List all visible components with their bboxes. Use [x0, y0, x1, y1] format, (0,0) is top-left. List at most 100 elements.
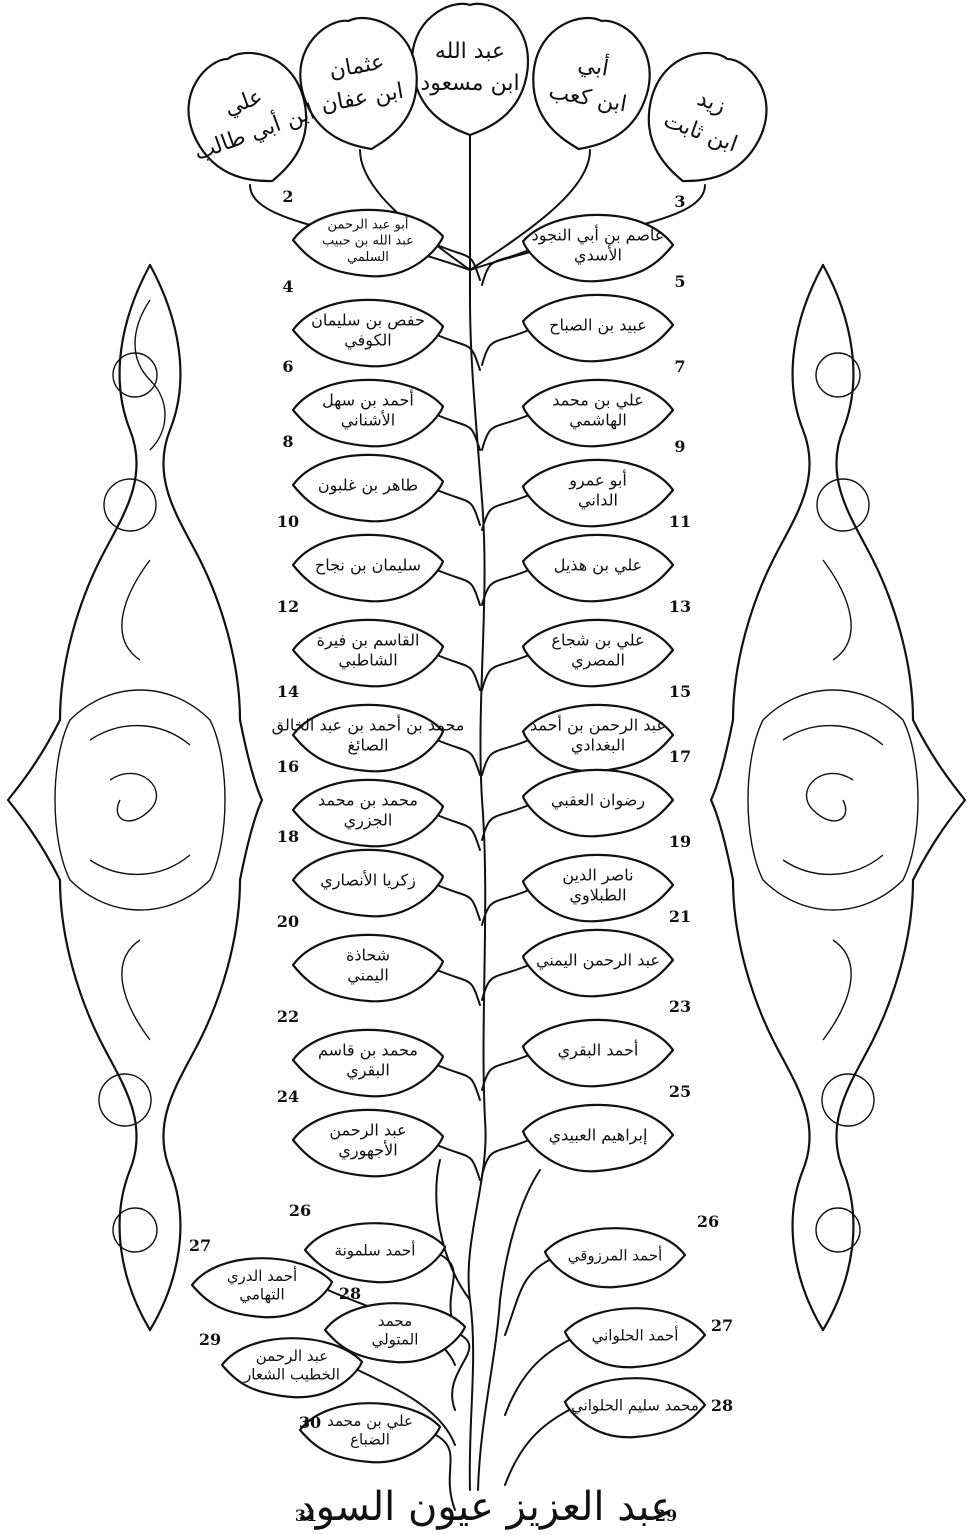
leaf-text-line: ابن مسعود [420, 71, 519, 96]
top-leaf: عبد الله ابن مسعود [412, 4, 528, 135]
leaf-text-line: الضباع [350, 1431, 390, 1449]
leaf-text-line: عبد الرحمن [256, 1347, 329, 1365]
right-branch-leaf-28: محمد سليم الحلواني28 [565, 1378, 733, 1437]
chain-leaf-10: سليمان بن نجاح 10 [277, 512, 443, 601]
leaf-text-line: سليمان بن نجاح [315, 556, 421, 576]
leaf-number: 30 [299, 1413, 321, 1432]
leaf-branch-stem [437, 970, 480, 1005]
leaf-text-line: إبراهيم العبيدي [549, 1126, 648, 1146]
leaf-branch-stem [437, 570, 480, 605]
leaf-text-line: الأسدي [574, 245, 622, 266]
leaf-branch-stem [437, 655, 480, 690]
leaf-number: 26 [697, 1212, 719, 1231]
bottom-number-right: 29 [655, 1506, 677, 1525]
leaf-text-line: عبيد بن الصباح [549, 316, 647, 336]
leaf-number: 25 [669, 1082, 691, 1101]
right-branch-leaf-27: أحمد الحلواني 27 [565, 1308, 733, 1367]
leaf-text-line: محمد [378, 1312, 412, 1330]
leaf-text-line: البقري [346, 1061, 390, 1081]
leaf-text-line: المصري [571, 651, 625, 671]
leaf-text-line: الأجهوري [338, 1140, 397, 1161]
right-lower-branch [478, 1170, 540, 1490]
leaf-number: 5 [674, 272, 685, 291]
chain-leaf-9: أبو عمروالداني 9 [523, 437, 686, 526]
leaf-branch-stem [482, 655, 529, 690]
left-branch-stem [452, 1334, 469, 1410]
leaf-text-line: علي بن محمد [327, 1412, 413, 1431]
leaf-text-line: أبو عمرو [568, 470, 627, 491]
leaf-number: 23 [669, 997, 691, 1016]
leaf-text-line: الجزري [344, 811, 393, 831]
leaf-text-line: أحمد الدري [227, 1266, 297, 1286]
leaf-text-line: عاصم بن أبي النجود [532, 225, 665, 246]
chain-leaf-6: أحمد بن سهلالأشناني6 [282, 357, 443, 446]
chain-leaf-13: علي بن شجاعالمصري13 [523, 597, 691, 686]
leaf-text-line: الأشناني [341, 410, 395, 431]
leaf-text-line: الداني [578, 491, 618, 511]
leaf-text-line: محمد سليم الحلواني [571, 1396, 699, 1415]
right-ornamental-border [711, 265, 965, 1330]
leaf-text-line: المتولي [372, 1331, 419, 1350]
leaf-branch-stem [482, 1055, 529, 1090]
leaf-number: 3 [674, 192, 685, 211]
leaf-shape [522, 10, 659, 159]
leaf-text-line: محمد بن قاسم [318, 1041, 418, 1061]
leaf-text-line: محمد بن محمد [318, 791, 418, 811]
leaf-text-line: رضوان العقبي [551, 791, 645, 811]
leaf-branch-stem [437, 415, 480, 450]
chain-leaf-7: علي بن محمدالهاشمي7 [523, 357, 686, 446]
left-ornamental-border [8, 265, 262, 1330]
leaf-number: 27 [711, 1316, 733, 1335]
leaf-branch-stem [437, 335, 480, 370]
leaf-text-line: طاهر بن غلبون [318, 476, 418, 496]
leaf-number: 9 [674, 437, 685, 456]
leaf-shape [412, 4, 528, 135]
top-leaf: عثمانابن عفان [291, 10, 428, 159]
leaf-text-line: الهاشمي [569, 411, 627, 431]
leaf-text-line: الطبلاوي [569, 886, 626, 906]
leaf-text-line: عبد الله بن حبيب [322, 234, 414, 249]
leaf-branch-stem [482, 805, 529, 840]
leaf-number: 20 [277, 912, 299, 931]
chain-leaf-5: عبيد بن الصباح 5 [523, 272, 686, 361]
right-branch-leaf-26: أحمد المرزوقي 26 [545, 1212, 719, 1287]
leaf-text-line: أحمد المرزوقي [568, 1245, 663, 1265]
leaf-text-line: شحاذة [346, 946, 390, 965]
top-leaf: أبيابن كعب [522, 10, 659, 159]
leaf-text-line: أبو عبد الرحمن [328, 215, 409, 232]
leaf-number: 16 [277, 757, 299, 776]
leaf-text-line: البغدادي [571, 736, 625, 756]
leaf-text-line: حفص بن سليمان [311, 311, 425, 331]
leaf-branch-stem [482, 965, 529, 1000]
leaf-text-line: الخطيب الشعار [243, 1366, 340, 1384]
leaf-branch-stem [482, 330, 529, 365]
leaf-branch-stem [482, 415, 529, 450]
leaf-text-line: أحمد البقري [558, 1040, 639, 1061]
leaf-text-line: أحمد الحلواني [592, 1325, 679, 1345]
leaf-number: 14 [277, 682, 299, 701]
leaf-number: 7 [674, 357, 685, 376]
leaf-number: 6 [282, 357, 293, 376]
leaf-text-line: محمد بن أحمد بن عبد الخالق [272, 715, 465, 736]
leaf-text-line: علي بن هذيل [554, 556, 642, 576]
leaf-number: 22 [277, 1007, 299, 1026]
leaf-text-line: عبد الله [435, 39, 505, 64]
leaf-text-line: التهامي [239, 1286, 284, 1305]
leaf-number: 10 [277, 512, 299, 531]
chain-leaf-19: ناصر الدينالطبلاوي19 [523, 832, 691, 921]
leaf-shape [628, 38, 782, 201]
leaf-branch-stem [437, 1145, 480, 1180]
leaf-text-line: عبد الرحمن بن أحمد [530, 715, 666, 736]
leaf-text-line: عبد الرحمن [329, 1121, 406, 1141]
chain-leaf-15: عبد الرحمن بن أحمدالبغدادي15 [523, 682, 691, 771]
leaf-text-line: الصائغ [347, 736, 388, 756]
leaf-branch-stem [482, 890, 529, 925]
leaf-number: 26 [289, 1201, 311, 1220]
right-branch-stem [505, 1409, 571, 1485]
